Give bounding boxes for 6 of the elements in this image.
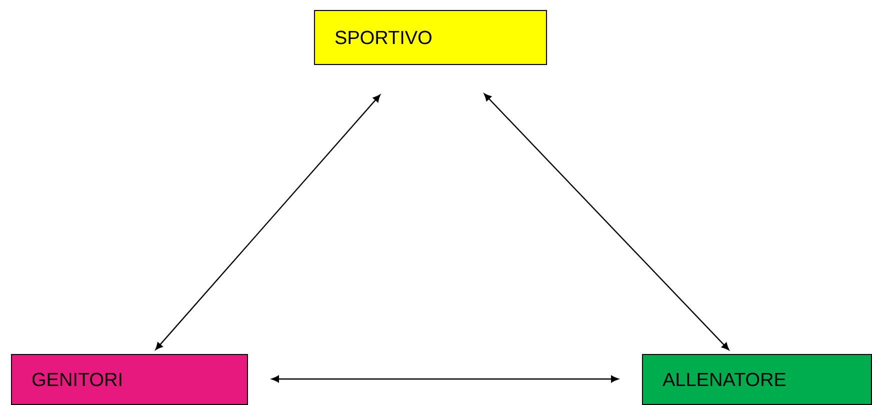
arrow	[155, 94, 380, 350]
label-box: SPORTIVO	[314, 10, 547, 65]
label-box: ALLENATORE	[642, 354, 872, 405]
arrow	[272, 376, 618, 382]
arrow	[484, 93, 730, 350]
label-box: GENITORI	[11, 354, 248, 405]
